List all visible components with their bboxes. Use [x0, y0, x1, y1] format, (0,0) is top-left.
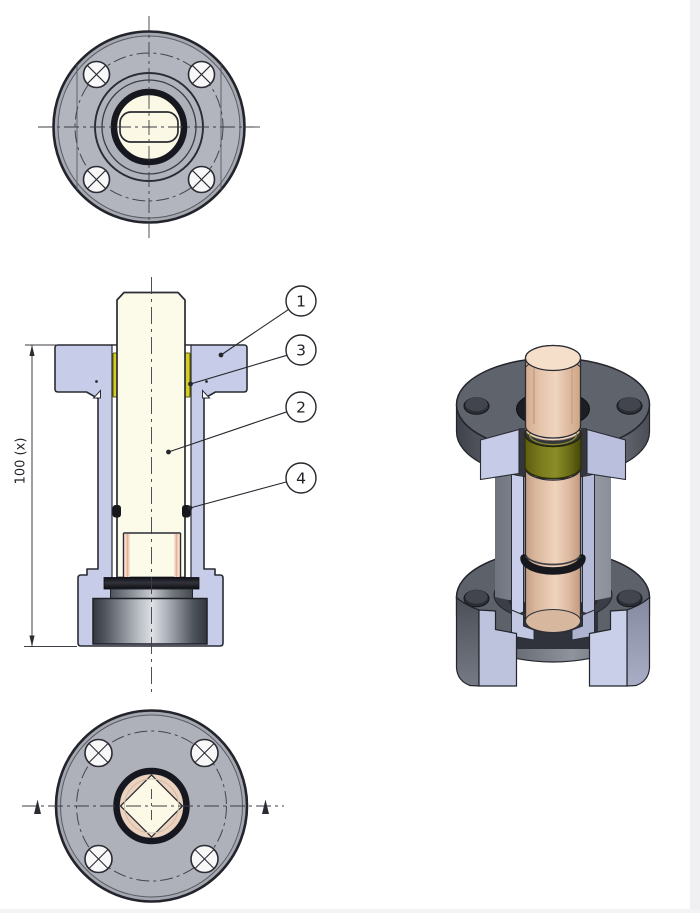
iso-foot-left: [455, 596, 518, 687]
bolt-hole: [82, 60, 111, 89]
bolt-holes-top-view: [82, 60, 216, 194]
iso-bolt-hole: [616, 589, 643, 608]
iso-bolt-hole: [463, 589, 490, 608]
callout-3: 3: [188, 334, 317, 387]
callout-4: 4: [187, 462, 317, 511]
chamfer-mark-right: [202, 389, 211, 399]
top-view: [38, 16, 260, 238]
iso-shaft-bottom: [525, 609, 581, 633]
bearing-cylinder: [92, 597, 208, 645]
dimension-text: 100 (x): [14, 438, 29, 485]
iso-cut-face-left: [479, 428, 520, 481]
page-edge-right: [690, 0, 700, 913]
callouts: 1 3 2 4: [166, 285, 317, 511]
section-direction-arrow-right: [262, 799, 269, 814]
page-edge-bottom: [0, 909, 700, 913]
callout-2: 2: [166, 391, 317, 455]
iso-bolt-hole: [463, 397, 490, 415]
svg-text:1: 1: [296, 293, 306, 311]
callout-1: 1: [218, 285, 317, 358]
o-ring-left: [112, 505, 121, 518]
bolt-hole: [187, 165, 216, 194]
bottom-view: [22, 709, 284, 903]
section-direction-arrow-left: [34, 799, 41, 814]
bolt-hole: [84, 738, 113, 768]
svg-text:4: 4: [296, 470, 306, 488]
iso-foot-right: [588, 596, 651, 687]
iso-cut-face-right: [586, 428, 627, 481]
bolt-hole: [190, 844, 219, 874]
iso-bolt-hole: [616, 397, 643, 415]
dimension-100: 100 (x): [14, 344, 77, 647]
bolt-holes-bottom-view: [84, 738, 219, 874]
isometric-view: [455, 344, 651, 687]
bolt-hole: [82, 165, 111, 194]
bolt-hole: [190, 738, 219, 768]
iso-o-ring: [520, 554, 586, 575]
thread-bore: [122, 532, 182, 577]
bolt-hole: [187, 60, 216, 89]
section-view: 100 (x) 1 3: [14, 277, 317, 692]
svg-text:3: 3: [296, 342, 306, 360]
edge-dot-left: [95, 380, 98, 383]
chamfer-mark-left: [92, 389, 101, 399]
iso-shaft: [520, 344, 586, 634]
bolt-hole: [84, 844, 113, 874]
edge-dot-right: [205, 380, 208, 383]
iso-shaft-top-face: [524, 344, 582, 372]
svg-text:2: 2: [296, 399, 306, 417]
